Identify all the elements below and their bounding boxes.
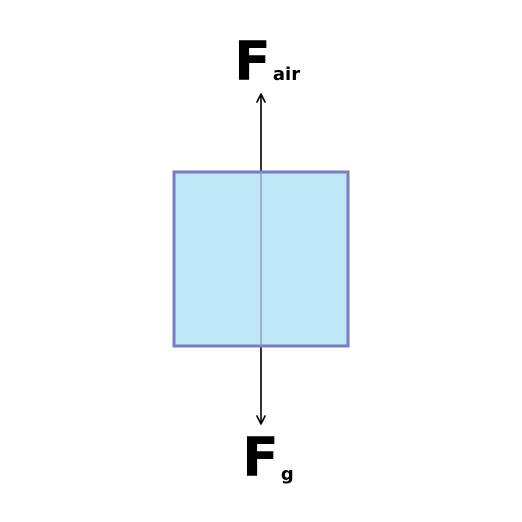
gravity-force-subscript: g (281, 464, 294, 485)
air-force-symbol: F (234, 30, 271, 93)
gravity-force-symbol: F (242, 426, 279, 489)
air-force-subscript: air (273, 64, 300, 85)
